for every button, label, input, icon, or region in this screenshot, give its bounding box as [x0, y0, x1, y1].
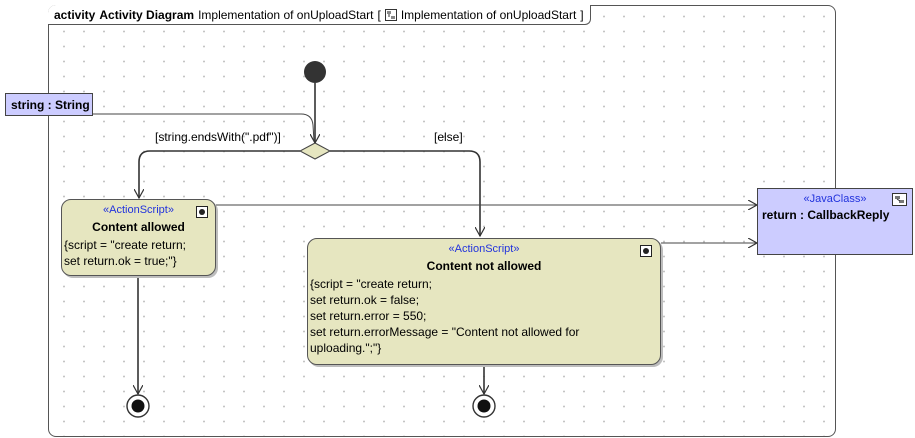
action-stereotype: «ActionScript» — [103, 204, 174, 216]
action-pin-icon — [640, 245, 652, 257]
edge-decision-to-allowed — [139, 150, 300, 198]
diagram-icon — [384, 8, 397, 21]
action-pin-icon — [196, 206, 208, 218]
frame-bracket-open: [ — [377, 7, 381, 22]
class-name: return : CallbackReply — [762, 208, 890, 222]
parameter-label: string : String — [11, 97, 90, 112]
guard-pdf: [string.endsWith(".pdf")] — [155, 130, 281, 144]
frame-kind: activity — [54, 7, 96, 22]
parameter-node[interactable]: string : String — [5, 93, 93, 116]
action-body: {script = "create return; set return.ok … — [64, 238, 186, 268]
java-class-node[interactable]: «JavaClass» return : CallbackReply — [757, 188, 913, 255]
frame-title-tab: activity Activity Diagram Implementation… — [48, 5, 591, 25]
class-icon — [892, 193, 907, 206]
action-content-not-allowed[interactable]: «ActionScript» Content not allowed {scri… — [307, 238, 661, 365]
class-stereotype: «JavaClass» — [803, 193, 867, 205]
action-name: Content not allowed — [426, 259, 542, 273]
guard-else: [else] — [434, 130, 463, 144]
action-stereotype: «ActionScript» — [448, 243, 520, 255]
final-node-left — [126, 394, 150, 418]
frame-ref-title: Implementation of onUploadStart — [400, 7, 577, 22]
frame-title: Implementation of onUploadStart — [198, 7, 374, 22]
initial-node — [304, 61, 326, 83]
action-content-allowed[interactable]: «ActionScript» Content allowed {script =… — [61, 199, 216, 276]
action-name: Content allowed — [92, 220, 185, 234]
final-node-right — [472, 394, 496, 418]
decision-node — [298, 142, 332, 160]
action-body: {script = "create return; set return.ok … — [310, 277, 580, 355]
edge-parameter-to-decision — [93, 113, 315, 142]
frame-bracket-close: ] — [580, 7, 584, 22]
edge-decision-to-not-allowed — [330, 150, 480, 236]
frame-name: Activity Diagram — [99, 7, 195, 22]
